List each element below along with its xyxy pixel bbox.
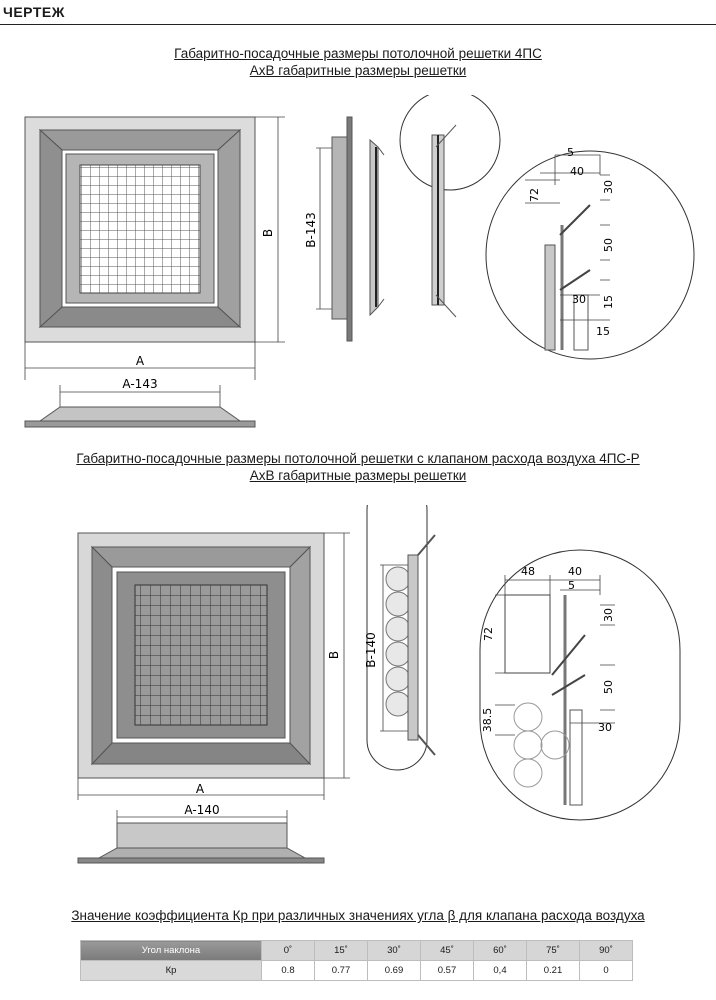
grille-bottom-profile [24,385,256,428]
kr-table: Угол наклона 0˚ 15˚ 30˚ 45˚ 60˚ 75˚ 90˚ … [80,940,633,981]
angle-cell: 75˚ [526,940,580,961]
kr-cell: 0.57 [420,960,474,981]
dim-72-2: 72 [482,627,495,641]
section1-drawing: B A A-143 B-143 [24,95,695,428]
dim-30a-1: 30 [602,180,615,194]
detail-circle-large [485,150,695,360]
detail-circle-small [399,95,501,318]
grille-valve-bottom-profile [77,810,325,864]
dim-b-2: B [327,651,341,659]
section1-title: Габаритно-посадочные размеры потолочной … [0,45,716,79]
grille-front-view [24,116,256,343]
dim-b-1: B [261,229,275,237]
dim-5-2: 5 [568,579,575,592]
grille-side-profile [316,116,385,342]
table-row: Угол наклона 0˚ 15˚ 30˚ 45˚ 60˚ 75˚ 90˚ [80,940,633,961]
angle-cell: 0˚ [261,940,315,961]
dim-b-minus-2: B-140 [364,632,378,667]
section2-title-line1: Габаритно-посадочные размеры потолочной … [76,451,640,466]
row-label-angle: Угол наклона [80,940,262,961]
dim-b-minus-1: B-143 [304,212,318,247]
kr-cell: 0,4 [473,960,527,981]
page-header: ЧЕРТЕЖ [0,0,716,25]
angle-cell: 90˚ [579,940,633,961]
dim-15b-1: 15 [596,325,610,338]
dim-50-2: 50 [602,680,615,694]
kr-cell: 0.21 [526,960,580,981]
detail-oval-valve [479,549,681,821]
kr-cell: 0.8 [261,960,315,981]
kr-cell: 0.69 [367,960,421,981]
grille-valve-side-profile [366,505,436,771]
dim-40-2: 40 [568,565,582,578]
dim-a-minus-1: A-143 [122,377,157,391]
dim-5-1: 5 [567,146,574,159]
section2-title: Габаритно-посадочные размеры потолочной … [0,450,716,484]
dim-72-1: 72 [528,188,541,202]
dim-a-2: A [196,782,205,796]
dim-15a-1: 15 [602,295,615,309]
angle-cell: 45˚ [420,940,474,961]
dim-40-1: 40 [570,165,584,178]
section1-title-line2: АхВ габаритные размеры решетки [249,63,467,78]
dim-48-2: 48 [521,565,535,578]
table-caption-text: Значение коэффициента Кр при различных з… [71,908,645,923]
table-row: Кр 0.8 0.77 0.69 0.57 0,4 0.21 0 [80,960,633,981]
table-caption: Значение коэффициента Кр при различных з… [0,907,716,924]
angle-cell: 60˚ [473,940,527,961]
angle-cell: 30˚ [367,940,421,961]
dim-a-minus-2: A-140 [184,803,219,817]
dim-30b-2: 30 [598,721,612,734]
section1-title-line1: Габаритно-посадочные размеры потолочной … [174,46,542,61]
kr-cell: 0 [579,960,633,981]
section2-title-line2: АхВ габаритные размеры решетки [249,468,467,483]
angle-cell: 15˚ [314,940,368,961]
kr-cell: 0.77 [314,960,368,981]
row-label-kr: Кр [80,960,262,981]
header-title: ЧЕРТЕЖ [3,4,65,20]
dim-30b-1: 30 [572,293,586,306]
section2-drawing: B A A-140 B-140 [77,505,681,864]
dim-385-2: 38.5 [481,708,494,733]
dim-50-1: 50 [602,238,615,252]
dim-a-1: A [136,354,145,368]
dim-30a-2: 30 [602,608,615,622]
grille-valve-front-view [77,532,325,779]
